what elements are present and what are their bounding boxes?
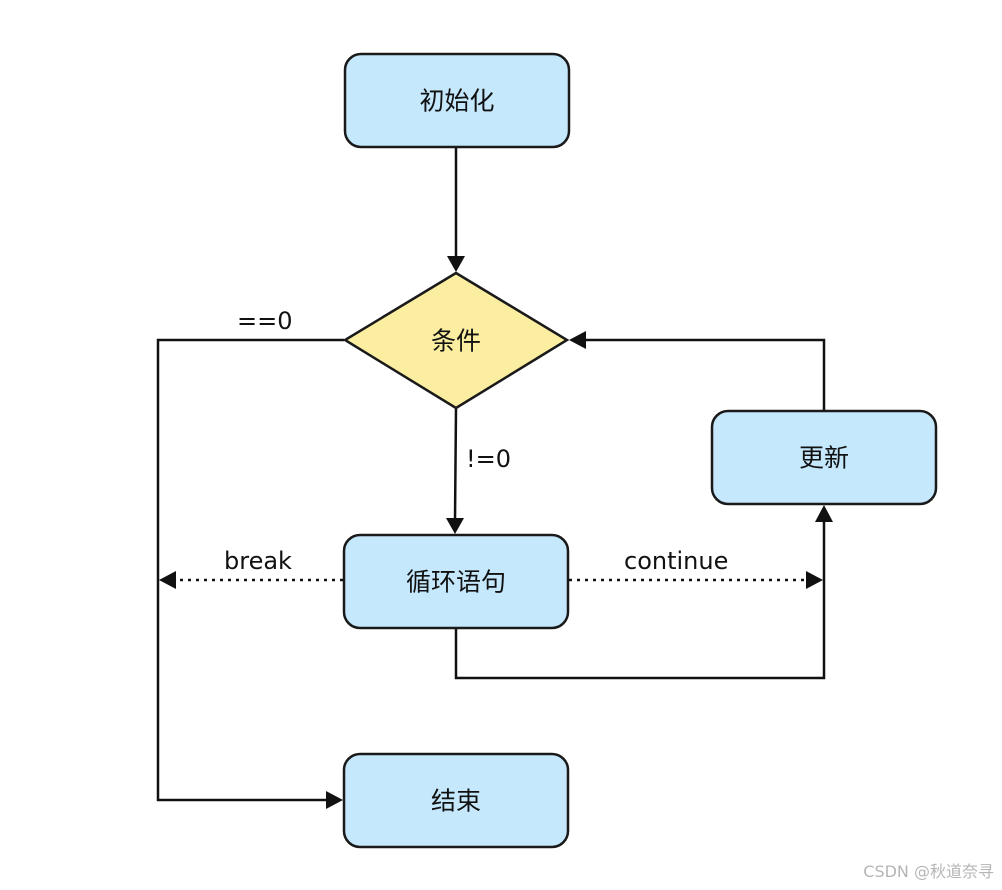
node-condition: 条件	[342, 271, 570, 410]
arrowhead-break	[159, 571, 176, 589]
node-init-label: 初始化	[419, 87, 494, 116]
node-end: 结束	[342, 752, 570, 849]
node-update-label: 更新	[799, 444, 849, 473]
arrowhead-end-left	[326, 791, 343, 809]
label-break: break	[224, 547, 292, 575]
label-continue: continue	[624, 547, 728, 575]
node-loop-body: 循环语句	[342, 533, 570, 630]
edge-condition-to-end	[156, 338, 344, 802]
node-loop-body-label: 循环语句	[406, 568, 506, 597]
node-condition-label: 条件	[431, 327, 481, 356]
edge-update-to-condition	[584, 338, 826, 410]
arrowhead-continue	[806, 571, 823, 589]
arrowhead-condition-right	[569, 331, 586, 349]
label-eq-zero: ==0	[237, 307, 293, 335]
edge-condition-to-loop	[453, 407, 458, 521]
watermark: CSDN @秋道奈寻	[863, 862, 994, 881]
arrowhead-condition-top	[447, 256, 465, 272]
node-end-label: 结束	[431, 787, 481, 816]
node-init: 初始化	[343, 52, 571, 149]
label-neq-zero: !=0	[466, 445, 511, 473]
arrowhead-update-bottom	[815, 505, 833, 522]
node-update: 更新	[710, 409, 938, 506]
arrowhead-loop-top	[446, 518, 464, 534]
edge-loop-to-update	[454, 520, 826, 680]
